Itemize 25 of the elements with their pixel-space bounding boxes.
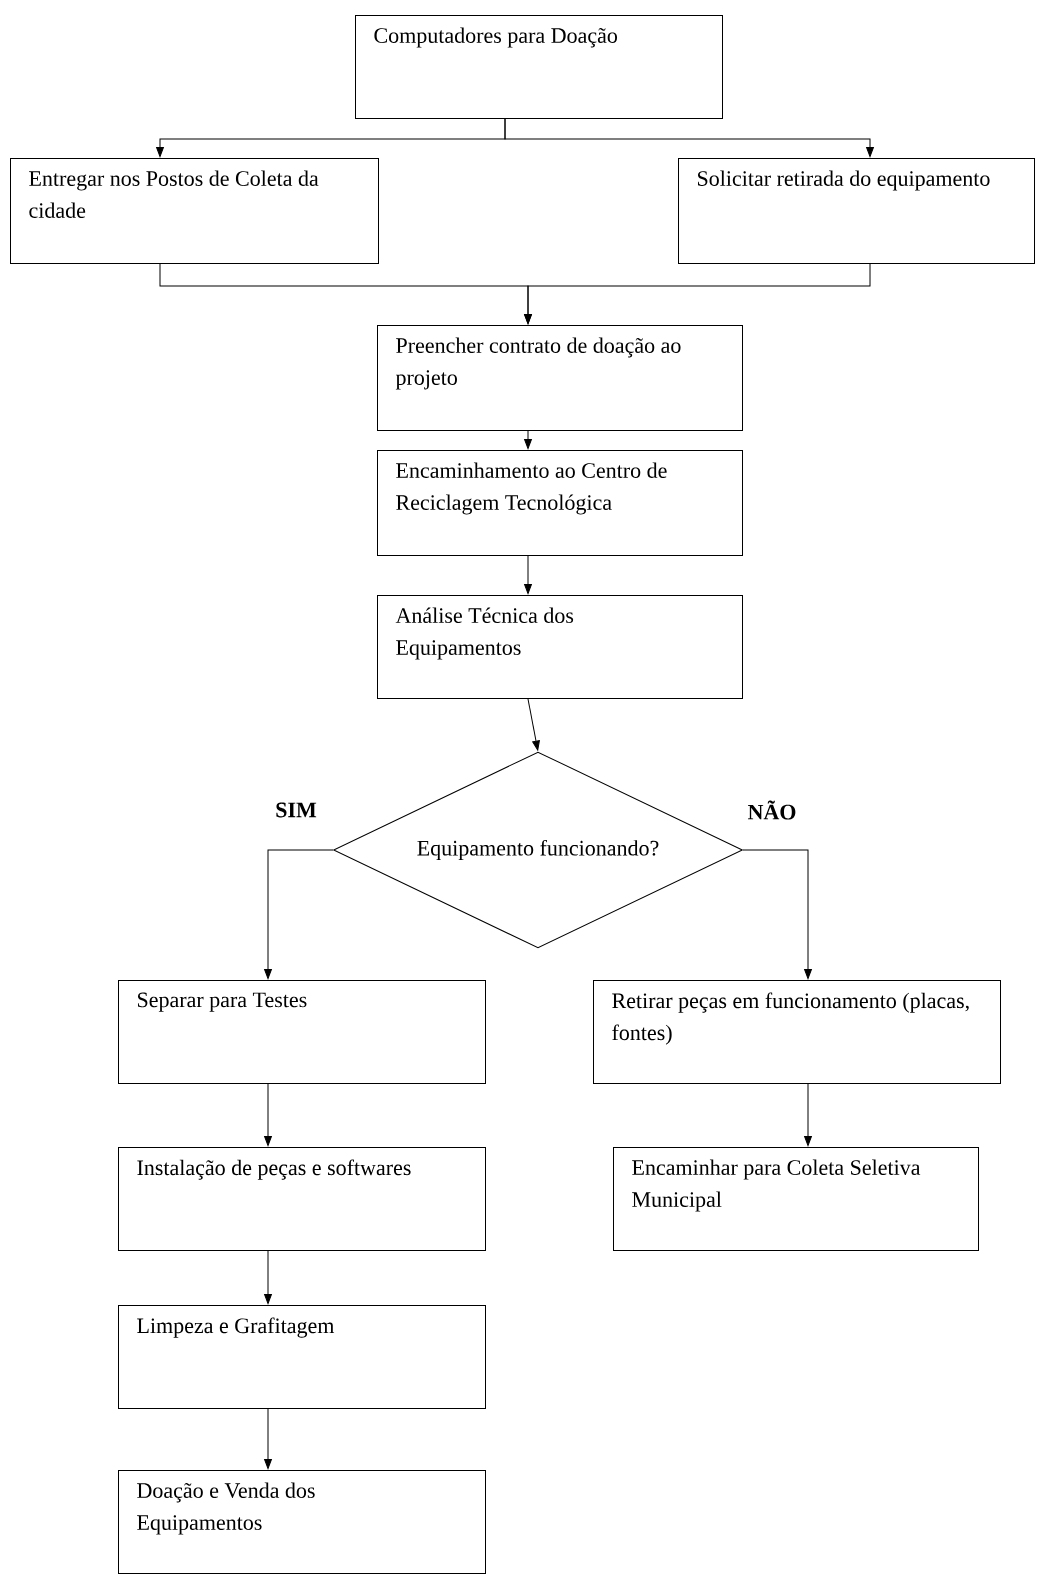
arrow xyxy=(264,849,334,980)
edge-label: NÃO xyxy=(745,798,799,822)
process-box: Encaminhamento ao Centro de Reciclagem Tecnológica xyxy=(377,450,743,556)
process-box: Preencher contrato de doação ao projeto xyxy=(377,325,743,431)
arrow xyxy=(804,1083,812,1147)
process-box: Encaminhar para Coleta Seletiva Municipal xyxy=(613,1147,979,1251)
process-box: Doação e Venda dos Equipamentos xyxy=(118,1470,486,1574)
arrow xyxy=(742,849,812,980)
edge-label: SIM xyxy=(273,800,319,820)
process-box: Análise Técnica dos Equipamentos xyxy=(377,595,743,699)
process-box: Instalação de peças e softwares xyxy=(118,1147,486,1251)
arrow xyxy=(264,1408,272,1470)
process-box: Limpeza e Grafitagem xyxy=(118,1305,486,1409)
process-box: Separar para Testes xyxy=(118,980,486,1084)
arrow xyxy=(524,555,532,594)
process-box: Computadores para Doação xyxy=(355,15,723,119)
arrow xyxy=(264,1250,272,1305)
process-box: Entregar nos Postos de Coleta da cidade xyxy=(10,158,379,264)
arrow xyxy=(504,118,874,157)
arrow xyxy=(524,263,871,324)
arrow xyxy=(524,430,532,449)
process-box: Retirar peças em funcionamento (placas, fontes) xyxy=(593,980,1001,1084)
arrow xyxy=(527,698,540,751)
arrow xyxy=(264,1083,272,1147)
process-box: Solicitar retirada do equipamento xyxy=(678,158,1035,264)
